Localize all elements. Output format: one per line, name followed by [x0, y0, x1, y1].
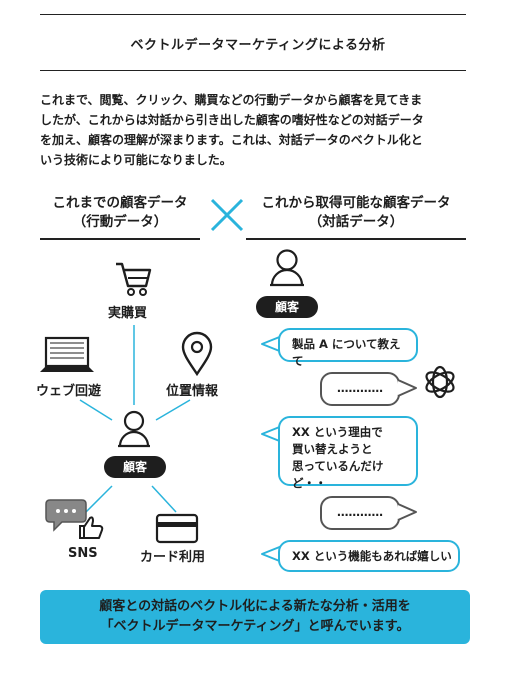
message-line: 買い替えようと [292, 442, 373, 456]
message-line: 思っているんだけど・・ [292, 459, 384, 490]
bubble-tail [261, 335, 283, 353]
left-header: これまでの顧客データ （行動データ） [40, 194, 200, 232]
cart-icon [116, 262, 152, 296]
sns-icon [45, 499, 104, 539]
title-bottom-rule [40, 70, 466, 71]
customer-badge-left: 顧客 [104, 456, 166, 478]
cross-icon [210, 198, 244, 232]
bubble-tail [261, 545, 283, 563]
top-rule [40, 14, 466, 15]
customer-badge-right: 顧客 [256, 296, 318, 318]
intro-line: を加え、顧客の理解が深まります。これは、対話データのベクトル化と [40, 133, 423, 147]
purchase-label: 実購買 [108, 306, 148, 321]
card-label: カード利用 [140, 550, 206, 565]
person-icon [118, 410, 150, 448]
left-header-title: これまでの顧客データ [52, 195, 188, 211]
bubble-tail [397, 379, 417, 397]
person-icon [270, 249, 304, 287]
left-header-sub: （行動データ） [72, 214, 168, 230]
location-pin-icon [181, 331, 213, 377]
intro-line: したが、これからは対話から引き出した顧客の嗜好性などの対話データ [40, 113, 424, 127]
web-label: ウェブ回遊 [36, 384, 102, 399]
location-label: 位置情報 [166, 384, 219, 399]
intro-line: これまで、閲覧、クリック、購買などの行動データから顧客を見てきま [40, 93, 423, 107]
customer-message-1: 製品 A について教えて [278, 328, 418, 368]
bubble-tail [397, 503, 417, 521]
summary-banner: 顧客との対話のベクトル化による新たな分析・活用を 「ベクトルデータマーケティング… [40, 590, 470, 644]
banner-line: 「ベクトルデータマーケティング」と呼んでいます。 [100, 619, 410, 634]
intro-paragraph: これまで、閲覧、クリック、購買などの行動データから顧客を見てきま したが、これか… [40, 90, 470, 170]
banner-line: 顧客との対話のベクトル化による新たな分析・活用を [99, 599, 411, 614]
right-header-rule [246, 238, 466, 240]
message-line: XX という理由で [292, 425, 383, 439]
ai-reply-1: ………… [320, 372, 400, 406]
laptop-icon [40, 336, 94, 372]
diagram-title: ベクトルデータマーケティングによる分析 [130, 38, 386, 53]
right-header-title: これから取得可能な顧客データ [261, 195, 451, 211]
sns-label: SNS [68, 546, 98, 561]
customer-message-2: XX という理由で 買い替えようと 思っているんだけど・・ [278, 416, 418, 490]
right-header-sub: （対話データ） [308, 214, 404, 230]
ai-reply-2: ………… [320, 496, 400, 530]
right-header: これから取得可能な顧客データ （対話データ） [246, 194, 466, 232]
intro-line: いう技術により可能になりました。 [40, 153, 232, 167]
bubble-tail [261, 425, 283, 443]
left-header-rule [40, 238, 200, 240]
customer-message-3: XX という機能もあれば嬉しい [278, 540, 460, 572]
openai-logo-icon [425, 365, 455, 399]
credit-card-icon [155, 513, 199, 544]
